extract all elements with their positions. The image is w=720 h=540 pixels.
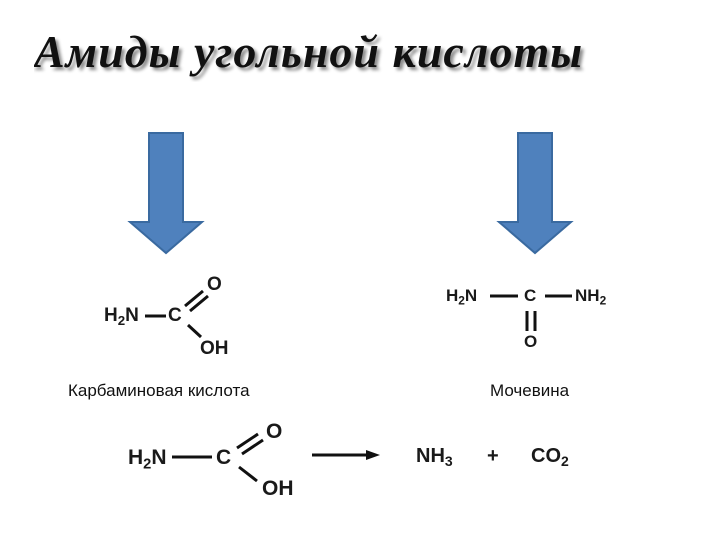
product-nh3-subscript: 3 [444, 453, 453, 470]
urea-right-nh: NH [575, 286, 600, 305]
product-co2-main: CO [531, 445, 561, 467]
carbamic-oh: OH [200, 338, 229, 359]
reaction-o: O [266, 420, 283, 443]
urea-c: C [524, 286, 537, 305]
carbamic-o: O [207, 274, 222, 295]
urea-left-nh2-group: H2N [446, 286, 478, 307]
urea-left-h: H [446, 286, 459, 305]
reaction-c: C [216, 446, 232, 469]
urea-right-nh2-group: NH2 [575, 286, 606, 307]
slide-title: Амиды угольной кислоты [34, 26, 584, 77]
reaction-n: N [151, 446, 167, 469]
urea-left-n: N [464, 286, 478, 305]
carbamic-n: N [125, 305, 139, 326]
urea-o: O [524, 332, 538, 351]
urea-left-h-subscript: 2 [458, 293, 465, 308]
carbamic-acid-name: Карбаминовая кислота [68, 381, 250, 400]
carbamic-nh2-group: H2N [104, 305, 139, 328]
reaction-h-subscript: 2 [143, 456, 152, 473]
reaction-h: H [128, 446, 144, 469]
product-nh3: NH3 [416, 445, 453, 470]
reaction-nh2-group: H2N [128, 446, 167, 472]
carbamic-h-subscript: 2 [117, 312, 126, 328]
product-co2-subscript: 2 [561, 453, 569, 470]
product-nh3-main: NH [416, 445, 445, 467]
urea-right-nh-subscript: 2 [599, 293, 607, 308]
product-co2: CO2 [531, 445, 569, 470]
arrow-down-right-icon [496, 132, 574, 255]
carbamic-h: H [104, 305, 118, 326]
carbamic-c: C [168, 305, 182, 326]
plus-sign: + [487, 445, 499, 467]
reaction-oh: OH [262, 477, 294, 500]
urea-name: Мочевина [490, 381, 570, 400]
arrow-down-left-icon [127, 132, 205, 255]
